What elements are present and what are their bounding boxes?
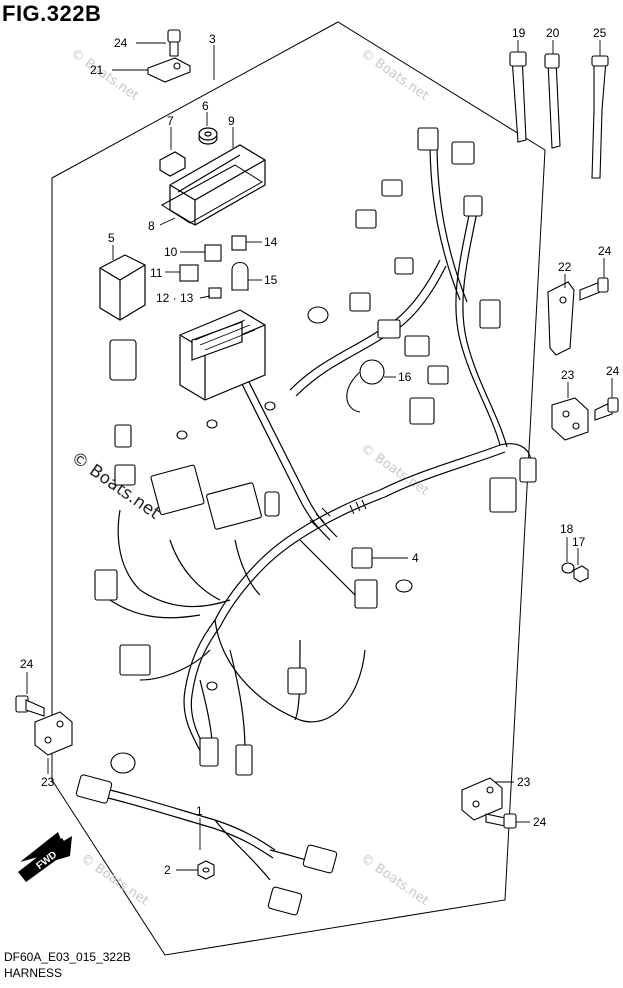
callout-15: 15 (264, 273, 278, 287)
callout-16: 16 (398, 370, 412, 384)
callout-23: 23 (517, 775, 531, 789)
plate-21 (147, 57, 191, 83)
callout-10: 10 (164, 245, 178, 259)
callout-5: 5 (108, 231, 115, 245)
clip-part (159, 151, 186, 177)
assembly-boundary (51, 21, 546, 956)
leader-lines (26, 40, 613, 871)
harness-wrap-bands (309, 499, 367, 529)
callout-11: 11 (150, 266, 163, 280)
nut-part (197, 860, 215, 880)
callout-23: 23 (41, 775, 55, 789)
callout-19: 19 (512, 26, 526, 40)
callout-25: 25 (593, 26, 607, 40)
battery-cable (107, 789, 316, 881)
bracket-22 (547, 281, 575, 356)
washer-nut (561, 562, 589, 583)
callout-21: 21 (90, 63, 104, 77)
callout-20: 20 (546, 26, 560, 40)
callout-18: 18 (560, 522, 574, 536)
callout-9: 9 (228, 114, 235, 128)
callout-12-13: 12 · 13 (156, 291, 194, 305)
figure-name: HARNESS (4, 966, 63, 980)
watermark: © Boats.net (67, 448, 164, 524)
bolt-24-bottom (485, 813, 517, 829)
bracket-23-left (34, 711, 73, 756)
callout-23: 23 (561, 368, 575, 382)
battery-cable-terminals (75, 752, 338, 916)
watermark: © Boats.net (358, 46, 432, 104)
callout-17: 17 (572, 535, 586, 549)
bracket-23-bottom (461, 777, 503, 821)
callout-labels: 24 21 3 6 7 9 8 5 10 14 11 15 12 · 13 16… (20, 26, 620, 877)
figure-code: DF60A_E03_015_322B (4, 950, 131, 964)
connector-cap (307, 306, 329, 324)
grommet (198, 127, 218, 145)
watermark: © Boats.net (68, 46, 142, 104)
bracket-23-right (551, 397, 589, 441)
fuse-box-seal (161, 164, 263, 224)
junction-box (179, 309, 266, 401)
callout-24: 24 (606, 364, 620, 378)
callout-24: 24 (598, 244, 612, 258)
callout-7: 7 (167, 114, 174, 128)
callout-2: 2 (164, 863, 171, 877)
forward-arrow: FWD (18, 832, 72, 882)
ring-terminals (176, 401, 413, 691)
callout-6: 6 (202, 99, 209, 113)
callout-24: 24 (533, 815, 547, 829)
junction-box-terminals (194, 319, 256, 351)
sensor-part (346, 359, 385, 413)
watermark: © Boats.net (78, 851, 152, 909)
relay (99, 254, 146, 321)
callout-3: 3 (209, 32, 216, 46)
cable-ties (509, 51, 609, 179)
watermark: © Boats.net (358, 441, 432, 499)
watermark: © Boats.net (358, 851, 432, 909)
fuse-box-cover (169, 144, 266, 226)
callout-24: 24 (114, 36, 128, 50)
harness-connectors (94, 127, 537, 776)
callout-24: 24 (20, 657, 34, 671)
callout-22: 22 (558, 260, 572, 274)
callout-14: 14 (264, 235, 278, 249)
bolt-24-right-mid (594, 397, 619, 421)
main-harness (109, 139, 532, 763)
bolt-24-left (15, 695, 45, 717)
callout-8: 8 (148, 219, 155, 233)
figure-title: FIG.322B (2, 1, 102, 26)
bolt-24-right-top (579, 277, 609, 301)
bolt-24-top-left (167, 29, 181, 57)
callout-4: 4 (412, 551, 419, 565)
small-relays (179, 235, 249, 299)
callout-1: 1 (196, 804, 203, 818)
